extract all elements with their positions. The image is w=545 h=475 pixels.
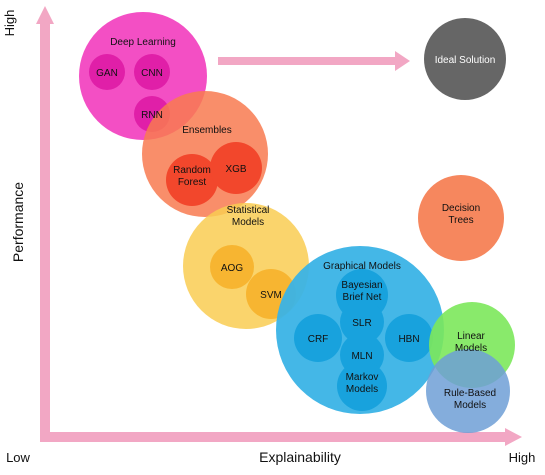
rnn-label: RNN bbox=[141, 110, 163, 121]
rule-based-models-circle bbox=[426, 349, 510, 433]
ideal-solution-label: Ideal Solution bbox=[435, 55, 496, 66]
graphical-models-title: Graphical Models bbox=[323, 261, 401, 272]
x-axis-label: Explainability bbox=[259, 449, 341, 465]
crf-circle bbox=[294, 314, 342, 362]
origin-low-label: Low bbox=[6, 450, 30, 465]
slr-label: SLR bbox=[352, 318, 371, 329]
deep-learning-title: Deep Learning bbox=[110, 37, 176, 48]
gan-label: GAN bbox=[96, 68, 118, 79]
x-axis-bar bbox=[40, 432, 510, 442]
ensembles-title: Ensembles bbox=[182, 125, 231, 136]
hbn-circle bbox=[385, 314, 433, 362]
gan-circle bbox=[89, 54, 125, 90]
xgb-circle bbox=[210, 142, 262, 194]
cnn-circle bbox=[134, 54, 170, 90]
aog-circle bbox=[210, 245, 254, 289]
crf-label: CRF bbox=[308, 334, 329, 345]
ideal-solution-circle bbox=[424, 18, 506, 100]
svm-label: SVM bbox=[260, 290, 282, 301]
y-axis-label: Performance bbox=[10, 182, 26, 262]
xgb-label: XGB bbox=[225, 164, 246, 175]
y-axis-high-label: High bbox=[2, 10, 17, 37]
decision-trees-circle bbox=[418, 175, 504, 261]
x-axis-arrowhead bbox=[505, 428, 522, 446]
cnn-label: CNN bbox=[141, 68, 163, 79]
trend-arrow-bar bbox=[218, 57, 396, 65]
x-axis-high-label: High bbox=[509, 450, 536, 465]
y-axis-bar bbox=[40, 22, 50, 442]
markov-models-circle bbox=[337, 361, 387, 411]
y-axis-arrowhead bbox=[36, 6, 54, 24]
slr-circle bbox=[340, 300, 384, 344]
aog-label: AOG bbox=[221, 263, 243, 274]
random-forest-circle bbox=[166, 154, 218, 206]
hbn-label: HBN bbox=[398, 334, 419, 345]
trend-arrow-head bbox=[395, 51, 410, 71]
mln-label: MLN bbox=[351, 351, 372, 362]
